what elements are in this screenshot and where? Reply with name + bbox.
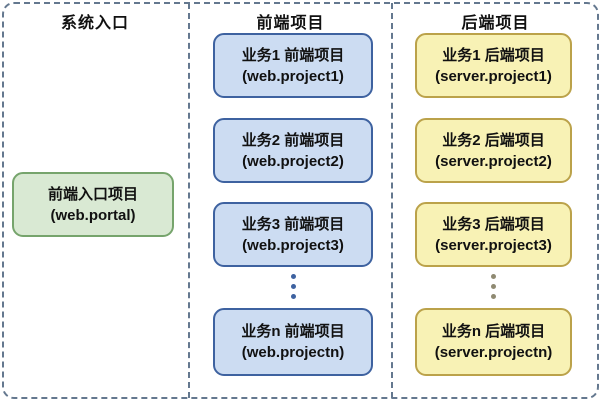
node-label-line2: (server.projectn) [434, 344, 553, 361]
column-header-entry: 系统入口 [60, 15, 129, 32]
ellipsis-dot [290, 284, 296, 289]
node-label-line1: 前端入口项目 [47, 185, 138, 203]
node-server-project3: 业务3 后端项目 (server.project3) [415, 202, 572, 267]
node-label-line1: 业务3 前端项目 [241, 215, 345, 233]
node-label-line1: 业务2 前端项目 [241, 131, 345, 149]
node-label-line2: (web.portal) [50, 206, 136, 224]
node-label-line2: (server.project3) [435, 236, 552, 254]
node-server-project1: 业务1 后端项目 (server.project1) [415, 33, 572, 98]
node-label-line2: (web.project2) [242, 152, 344, 170]
node-label-line2: (server.project2) [435, 152, 552, 170]
node-label-line1: 业务2 后端项目 [442, 131, 545, 149]
node-label-line1: 业务n 后端项目 [441, 323, 546, 340]
node-web-project1: 业务1 前端项目 (web.project1) [213, 33, 373, 98]
node-label-line2: (web.project1) [242, 67, 344, 85]
node-server-project2: 业务2 后端项目 (server.project2) [415, 118, 572, 183]
column-divider-frontend-backend [391, 3, 393, 398]
ellipsis-dot [490, 274, 496, 279]
node-label-line1: 业务1 前端项目 [241, 46, 345, 64]
ellipsis-dot [490, 294, 496, 299]
vertical-ellipsis-backend [490, 274, 496, 299]
column-header-frontend: 前端项目 [256, 15, 325, 32]
node-web-projectn: 业务n 前端项目 (web.projectn) [213, 308, 373, 376]
column-divider-entry-frontend [188, 3, 190, 398]
ellipsis-dot [290, 294, 296, 299]
node-server-projectn: 业务n 后端项目 (server.projectn) [415, 308, 572, 376]
node-label-line2: (web.projectn) [241, 344, 345, 361]
node-label-line2: (web.project3) [242, 236, 344, 254]
node-label-line1: 业务3 后端项目 [442, 215, 545, 233]
ellipsis-dot [490, 284, 496, 289]
column-header-backend: 后端项目 [461, 15, 530, 32]
vertical-ellipsis-frontend [290, 274, 296, 299]
node-label-line1: 业务1 后端项目 [442, 46, 545, 64]
node-label-line2: (server.project1) [435, 67, 552, 85]
node-label-line1: 业务n 前端项目 [241, 323, 345, 340]
node-web-project3: 业务3 前端项目 (web.project3) [213, 202, 373, 267]
node-web-portal: 前端入口项目 (web.portal) [12, 172, 174, 237]
ellipsis-dot [290, 274, 296, 279]
node-web-project2: 业务2 前端项目 (web.project2) [213, 118, 373, 183]
